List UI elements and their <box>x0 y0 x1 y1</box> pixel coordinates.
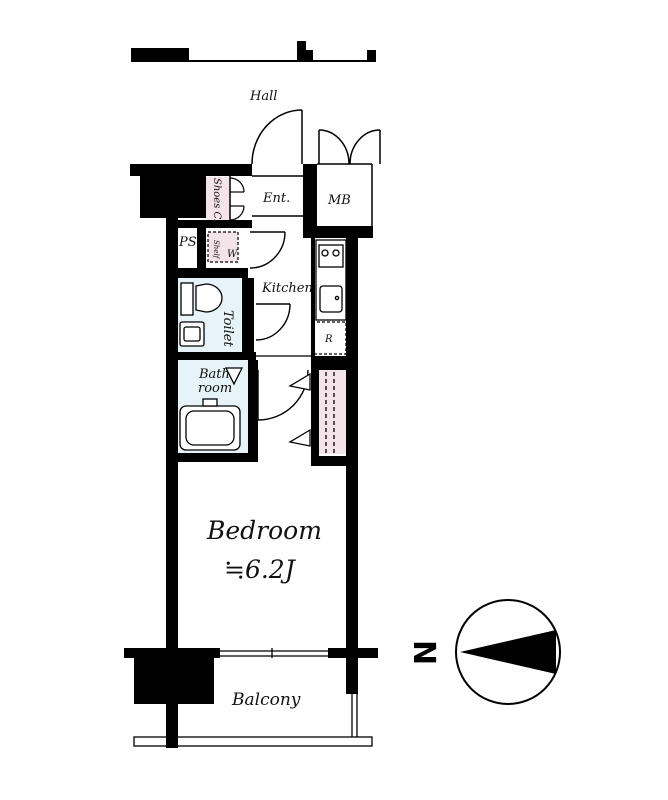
label-bedroom-size: ≒6.2J <box>224 555 297 584</box>
label-shelf: Shelf <box>212 240 220 260</box>
label-hall: Hall <box>249 89 277 104</box>
mb-doors <box>318 129 381 165</box>
label-toilet: Toilet <box>220 310 235 347</box>
label-kitchen: Kitchen <box>261 281 313 296</box>
label-bathroom-1: Bath <box>198 367 230 382</box>
label-shoes-closet: Shoes Clo <box>211 178 222 228</box>
refrigerator-space <box>311 321 347 355</box>
bath-door-mark <box>224 367 244 386</box>
closet-doors <box>288 372 311 447</box>
shoes-closet-doors <box>229 177 245 221</box>
north-compass <box>455 599 561 705</box>
label-mb: MB <box>327 193 351 208</box>
kitchen-counter <box>315 239 347 321</box>
washer-space <box>207 231 239 263</box>
shoes-closet-floor <box>206 177 230 221</box>
balcony-rail <box>133 692 373 747</box>
label-ps: PS <box>178 235 197 250</box>
toilet-fixture <box>179 282 223 347</box>
label-entrance: Ent. <box>262 191 290 206</box>
toilet-door <box>255 303 291 341</box>
balcony-post <box>166 690 178 748</box>
hall-wall <box>131 41 376 62</box>
bath-fixtures <box>179 398 241 451</box>
balcony-window <box>220 648 328 658</box>
label-balcony: Balcony <box>231 690 301 710</box>
washroom-door <box>249 231 286 269</box>
bathroom-door <box>257 369 309 421</box>
label-washer: W <box>227 249 238 260</box>
compass-label: N <box>406 640 441 665</box>
label-bathroom-2: room <box>198 381 232 396</box>
walls <box>124 164 378 748</box>
entrance-door <box>251 109 303 165</box>
label-bedroom: Bedroom <box>206 516 322 545</box>
label-refrigerator: R <box>324 334 333 345</box>
